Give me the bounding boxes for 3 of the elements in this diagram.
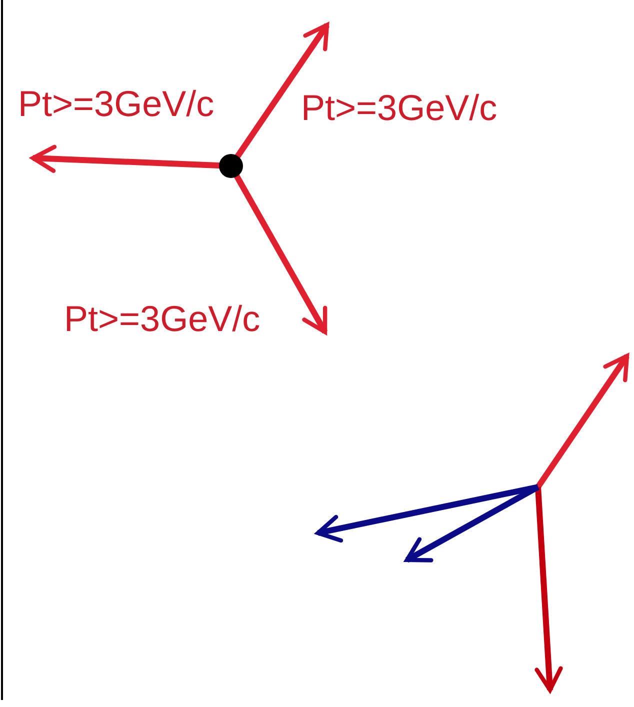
- momentum-label: Pt>=3GeV/c: [64, 301, 260, 337]
- momentum-label: Pt>=3GeV/c: [18, 86, 214, 122]
- momentum-label: Pt>=3GeV/c: [301, 90, 498, 126]
